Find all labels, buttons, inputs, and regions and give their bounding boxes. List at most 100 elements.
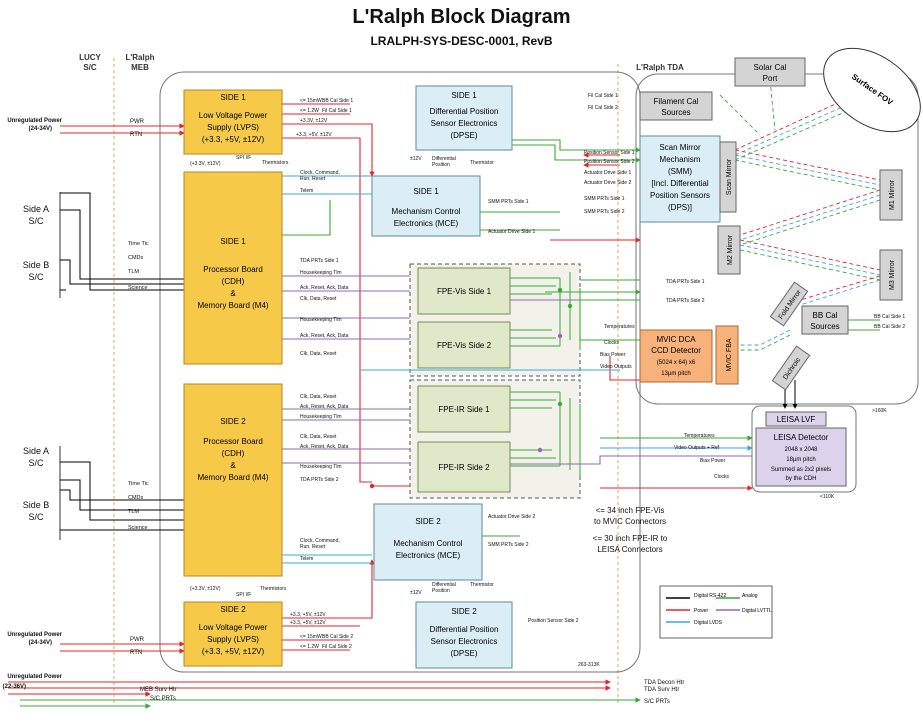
svg-text:+3.3, +5V, ±12V: +3.3, +5V, ±12V [290,620,326,626]
svg-text:Unregulated Power: Unregulated Power [7,674,62,680]
svg-text:SIDE 2: SIDE 2 [220,417,246,426]
svg-text:M2 Mirror: M2 Mirror [727,234,734,265]
svg-text:Unregulated Power: Unregulated Power [7,118,62,124]
fpe-vis-side1-block: FPE-Vis Side 1 [417,267,511,315]
svg-text:Clocks: Clocks [604,340,620,346]
svg-text:Low Voltage Power: Low Voltage Power [199,111,268,120]
svg-text:Actuator Drive Side 2: Actuator Drive Side 2 [488,514,535,520]
svg-text:Electronics (MCE): Electronics (MCE) [396,551,461,560]
svg-text:Temperatures: Temperatures [684,433,715,439]
svg-text:BB Cal Side 1: BB Cal Side 1 [322,98,353,104]
svg-text:SMM PRTs Side 2: SMM PRTs Side 2 [584,209,625,215]
svg-text:Thermistors: Thermistors [260,586,287,592]
diagram-title: L'Ralph Block Diagram [352,6,571,28]
mvic-fba-block: MVIC FBA [715,325,739,385]
legend-analog-label: Analog [742,593,758,599]
svg-text:SIDE 2: SIDE 2 [220,605,246,614]
svg-text:by the CDH: by the CDH [785,476,816,482]
svg-text:Processor Board: Processor Board [203,437,263,446]
m1-mirror-block: M1 Mirror [879,169,903,221]
fpe-nodes [369,287,573,489]
svg-text:TDA PRTs Side 1: TDA PRTs Side 1 [666,279,705,285]
filament-cal-block: Filament Cal Sources [639,91,713,121]
meb-header-2: MEB [131,63,149,72]
svg-text:Side B: Side B [23,260,50,270]
svg-text:Clk, Data, Reset: Clk, Data, Reset [300,296,337,302]
svg-text:(+3.3, +5V, ±12V): (+3.3, +5V, ±12V) [202,647,265,656]
leisa-lvf-block: LEISA LVF [765,411,827,427]
lvps-side2-block: SIDE 2 Low Voltage Power Supply (LVPS) (… [183,601,283,667]
svg-text:Mechanism Control: Mechanism Control [394,539,463,548]
svg-text:&: & [230,289,236,298]
left-labels: Unregulated Power (24-34V) Unregulated P… [3,118,63,690]
fpe-ir-side1-block: FPE-IR Side 1 [417,385,511,433]
svg-text:Electronics (MCE): Electronics (MCE) [394,219,459,228]
svg-text:TDA Decon Htr: TDA Decon Htr [644,680,684,686]
svg-text:FPE-Vis Side 1: FPE-Vis Side 1 [437,287,492,296]
svg-text:Supply (LVPS): Supply (LVPS) [207,635,259,644]
svg-text:Video Outputs: Video Outputs [600,364,632,370]
svg-text:Mechanism Control: Mechanism Control [392,207,461,216]
dpse-side1-block: SIDE 1 Differential Position Sensor Elec… [415,85,513,151]
svg-text:Differential: Differential [432,582,456,588]
meb-header: L'Ralph [125,53,154,62]
svg-text:S/C: S/C [28,458,44,468]
svg-text:>160K: >160K [872,408,887,414]
svg-text:Position: Position [432,162,450,168]
svg-text:(CDH): (CDH) [222,277,245,286]
svg-text:BB Cal Side 2: BB Cal Side 2 [322,634,353,640]
cdh-side2-block: SIDE 2 Processor Board (CDH) & Memory Bo… [183,383,283,577]
svg-text:Housekeeping Tlm: Housekeeping Tlm [300,317,342,323]
svg-text:Summed as 2x2 pixels: Summed as 2x2 pixels [771,467,831,473]
svg-text:Run, Reset: Run, Reset [300,176,326,182]
svg-text:Clk, Data, Reset: Clk, Data, Reset [300,434,337,440]
svg-text:S/C: S/C [28,216,44,226]
svg-text:Sensor Electronics: Sensor Electronics [431,119,498,128]
svg-text:Position Sensors: Position Sensors [650,191,710,200]
svg-text:M3 Mirror: M3 Mirror [889,259,896,290]
svg-text:<110K: <110K [820,494,835,500]
svg-text:S/C: S/C [28,272,44,282]
svg-text:(SMM): (SMM) [668,167,692,176]
svg-text:2048 x 2048: 2048 x 2048 [784,447,818,453]
svg-text:Differential Position: Differential Position [430,107,499,116]
svg-text:Position Sensor Side 2: Position Sensor Side 2 [528,618,579,624]
svg-text:(24-34V): (24-34V) [29,640,52,646]
svg-text:13µm pitch: 13µm pitch [661,371,690,377]
svg-text:+3.3V, ±12V: +3.3V, ±12V [300,118,328,124]
svg-text:Side A: Side A [23,204,49,214]
svg-text:Science: Science [128,285,148,291]
lvds-wires [282,175,753,564]
svg-text:Actuator Drive Side 2: Actuator Drive Side 2 [584,180,631,186]
svg-text:±12V: ±12V [410,590,422,596]
svg-text:Bias Power: Bias Power [700,458,726,464]
svg-text:+3.3, +5V, ±12V: +3.3, +5V, ±12V [290,612,326,618]
mvic-dca-block: MVIC DCA CCD Detector (5024 x 64) x6 13µ… [639,329,713,383]
rs422-wires [60,187,798,556]
svg-text:Housekeeping Tlm: Housekeeping Tlm [300,464,342,470]
svg-text:Clk, Data, Reset: Clk, Data, Reset [300,394,337,400]
svg-text:[Incl. Differential: [Incl. Differential [651,179,708,188]
svg-text:Bias Power: Bias Power [600,352,626,358]
m2-mirror-block: M2 Mirror [717,225,741,275]
svg-text:SMM PRTs Side 2: SMM PRTs Side 2 [488,542,529,548]
svg-text:Unregulated Power: Unregulated Power [7,632,62,638]
bottom-harness-labels: MEB Surv Htr S/C PRTs TDA Decon Htr TDA … [140,680,684,705]
pwr-rtn-labels: PWR RTN PWR RTN [130,119,145,656]
svg-text:Sources: Sources [810,322,839,331]
svg-text:Clocks: Clocks [714,474,730,480]
svg-text:BB Cal Side 2: BB Cal Side 2 [874,324,905,330]
svg-text:Low Voltage Power: Low Voltage Power [199,623,268,632]
dpse-side2-block: SIDE 2 Differential Position Sensor Elec… [415,601,513,669]
svg-text:(24-34V): (24-34V) [29,126,52,132]
svg-text:<= 15mW: <= 15mW [300,98,322,104]
svg-text:CMDs: CMDs [128,255,144,261]
svg-text:Memory Board (M4): Memory Board (M4) [197,473,268,482]
svg-text:FPE-IR Side 1: FPE-IR Side 1 [438,405,490,414]
m3-mirror-block: M3 Mirror [879,249,903,301]
svg-text:Filament Cal: Filament Cal [654,97,699,106]
svg-text:Supply (LVPS): Supply (LVPS) [207,123,259,132]
svg-text:SPI I/F: SPI I/F [236,592,251,598]
lvps-side1-block: SIDE 1 Low Voltage Power Supply (LVPS) (… [183,89,283,155]
svg-text:Fil Cal Side 2: Fil Cal Side 2 [588,105,618,111]
